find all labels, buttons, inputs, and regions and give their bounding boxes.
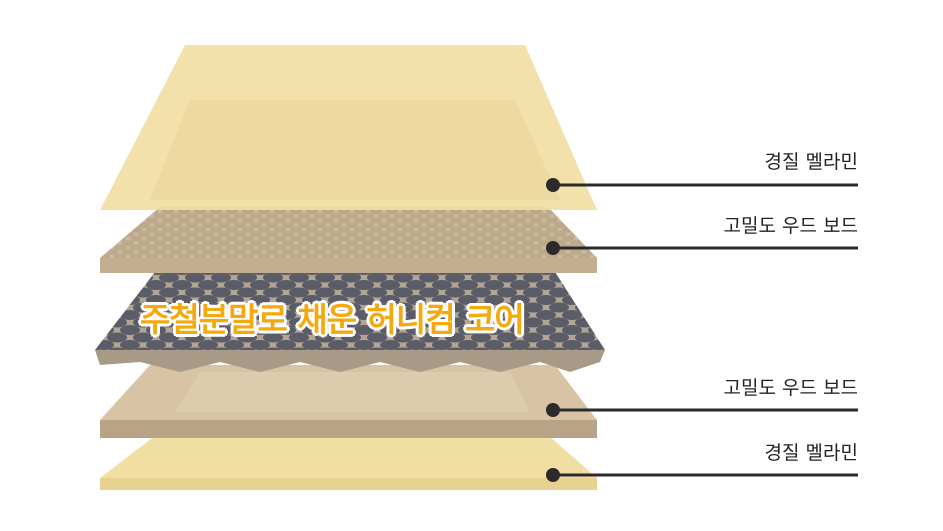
top-wood-board-layer [100,207,597,273]
leader-line-1 [546,178,858,192]
bottom-wood-board-layer [100,365,597,438]
top-melamine-layer [100,45,597,210]
leader-line-2 [546,241,858,255]
leader-line-4 [546,468,858,482]
label-bottom-wood-board: 고밀도 우드 보드 [723,377,858,399]
label-top-wood-board: 고밀도 우드 보드 [723,215,858,237]
honeycomb-core-layer [95,272,605,372]
label-bottom-melamine: 경질 멜라민 [764,442,858,464]
bottom-melamine-layer [100,428,597,490]
honeycomb-core-title: 주철분말로 채운 허니컴 코어 [140,300,525,339]
leader-line-3 [546,403,858,417]
label-top-melamine: 경질 멜라민 [764,151,858,173]
